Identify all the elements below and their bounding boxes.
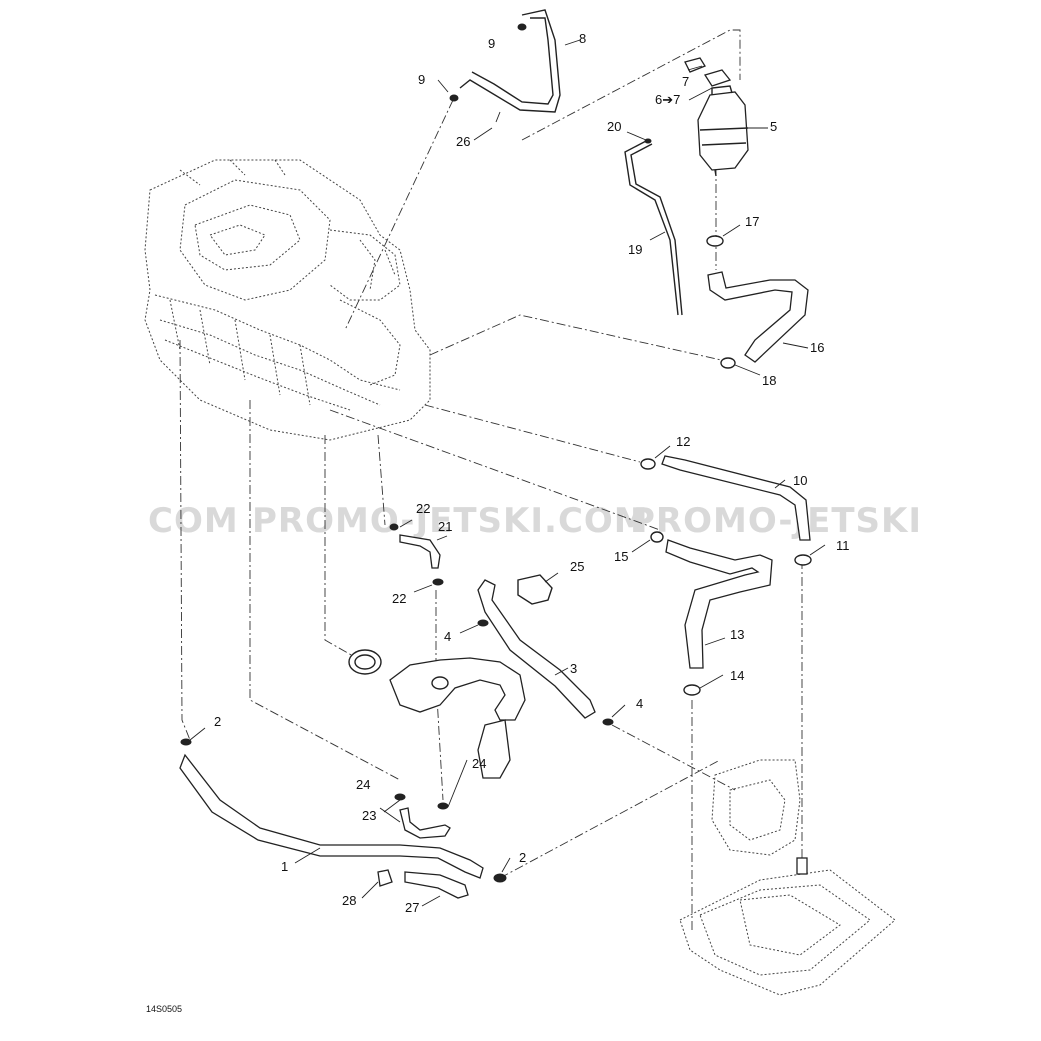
hose-21 (389, 523, 444, 586)
upper-vent-hose (449, 9, 561, 123)
callout-labels: 8 9 9 26 7 6➔7 5 20 17 19 16 18 12 10 11… (214, 31, 850, 915)
callout-10: 10 (793, 473, 807, 488)
callout-24: 24 (472, 756, 486, 771)
engine-block (144, 159, 431, 441)
callout-2: 2 (519, 850, 526, 865)
callout-25: 25 (570, 559, 584, 574)
callout-28: 28 (342, 893, 356, 908)
callout-12: 12 (676, 434, 690, 449)
clamp-icon (432, 578, 444, 586)
reservoir-outlet-hose (706, 235, 809, 369)
clamp-icon (477, 619, 489, 627)
callout-1: 1 (281, 859, 288, 874)
callout-17: 17 (745, 214, 759, 229)
hose-10 (640, 455, 812, 566)
callout-8: 8 (579, 31, 586, 46)
leader-lines (189, 39, 826, 907)
hose-1 (179, 738, 507, 883)
clamp-icon (644, 138, 652, 144)
cap-icon (703, 69, 732, 87)
callout-9: 9 (418, 72, 425, 87)
clamp-icon (394, 793, 406, 801)
callout-20: 20 (607, 119, 621, 134)
clamp-12-icon (640, 458, 656, 470)
callout-3: 3 (570, 661, 577, 676)
hose-13 (650, 531, 773, 696)
clamp-icon (389, 523, 399, 531)
reference-code: 14S0505 (146, 1004, 182, 1014)
callout-15: 15 (614, 549, 628, 564)
callout-23: 23 (362, 808, 376, 823)
clamp-icon (437, 802, 449, 810)
clamp-icon (180, 738, 192, 746)
callout-5: 5 (770, 119, 777, 134)
callout-16: 16 (810, 340, 824, 355)
callout-2: 2 (214, 714, 221, 729)
ride-plate (679, 759, 896, 996)
gasket-icon (684, 57, 706, 73)
callout-21: 21 (438, 519, 452, 534)
clamp-icon (602, 718, 614, 726)
callout-19: 19 (628, 242, 642, 257)
clamp-11-icon (794, 554, 812, 566)
callout-11: 11 (836, 538, 850, 553)
clamp-15-icon (650, 531, 664, 543)
gasket-25-icon (517, 574, 553, 605)
watermark-left: COM (148, 501, 239, 541)
callout-7: 7 (682, 74, 689, 89)
callout-13: 13 (730, 627, 744, 642)
clamp-icon (449, 94, 459, 102)
coolant-reservoir (684, 57, 749, 177)
hose-27 (377, 869, 469, 899)
callout-22: 22 (416, 501, 430, 516)
callout-4: 4 (444, 629, 451, 644)
callout-6: 6➔7 (655, 92, 680, 107)
callout-22: 22 (392, 591, 406, 606)
clamp-14-icon (683, 684, 701, 696)
watermark-right: PROMO-JETSKI (630, 501, 922, 541)
watermark-middle: PROMO-JETSKI.COM (252, 501, 649, 541)
callout-4: 4 (636, 696, 643, 711)
clamp-17-icon (706, 235, 724, 247)
hose-23 (394, 793, 451, 839)
callout-18: 18 (762, 373, 776, 388)
clamp-18-icon (720, 357, 736, 369)
hose-3 (477, 579, 614, 726)
clamp-icon (493, 873, 507, 883)
exhaust-pipe (348, 649, 526, 779)
callout-24: 24 (356, 777, 370, 792)
callout-9: 9 (488, 36, 495, 51)
callout-27: 27 (405, 900, 419, 915)
callout-26: 26 (456, 134, 470, 149)
callout-14: 14 (730, 668, 744, 683)
watermark: COM PROMO-JETSKI.COM PROMO-JETSKI (148, 501, 922, 541)
clamp-icon (517, 23, 527, 31)
vent-tube (624, 138, 683, 316)
